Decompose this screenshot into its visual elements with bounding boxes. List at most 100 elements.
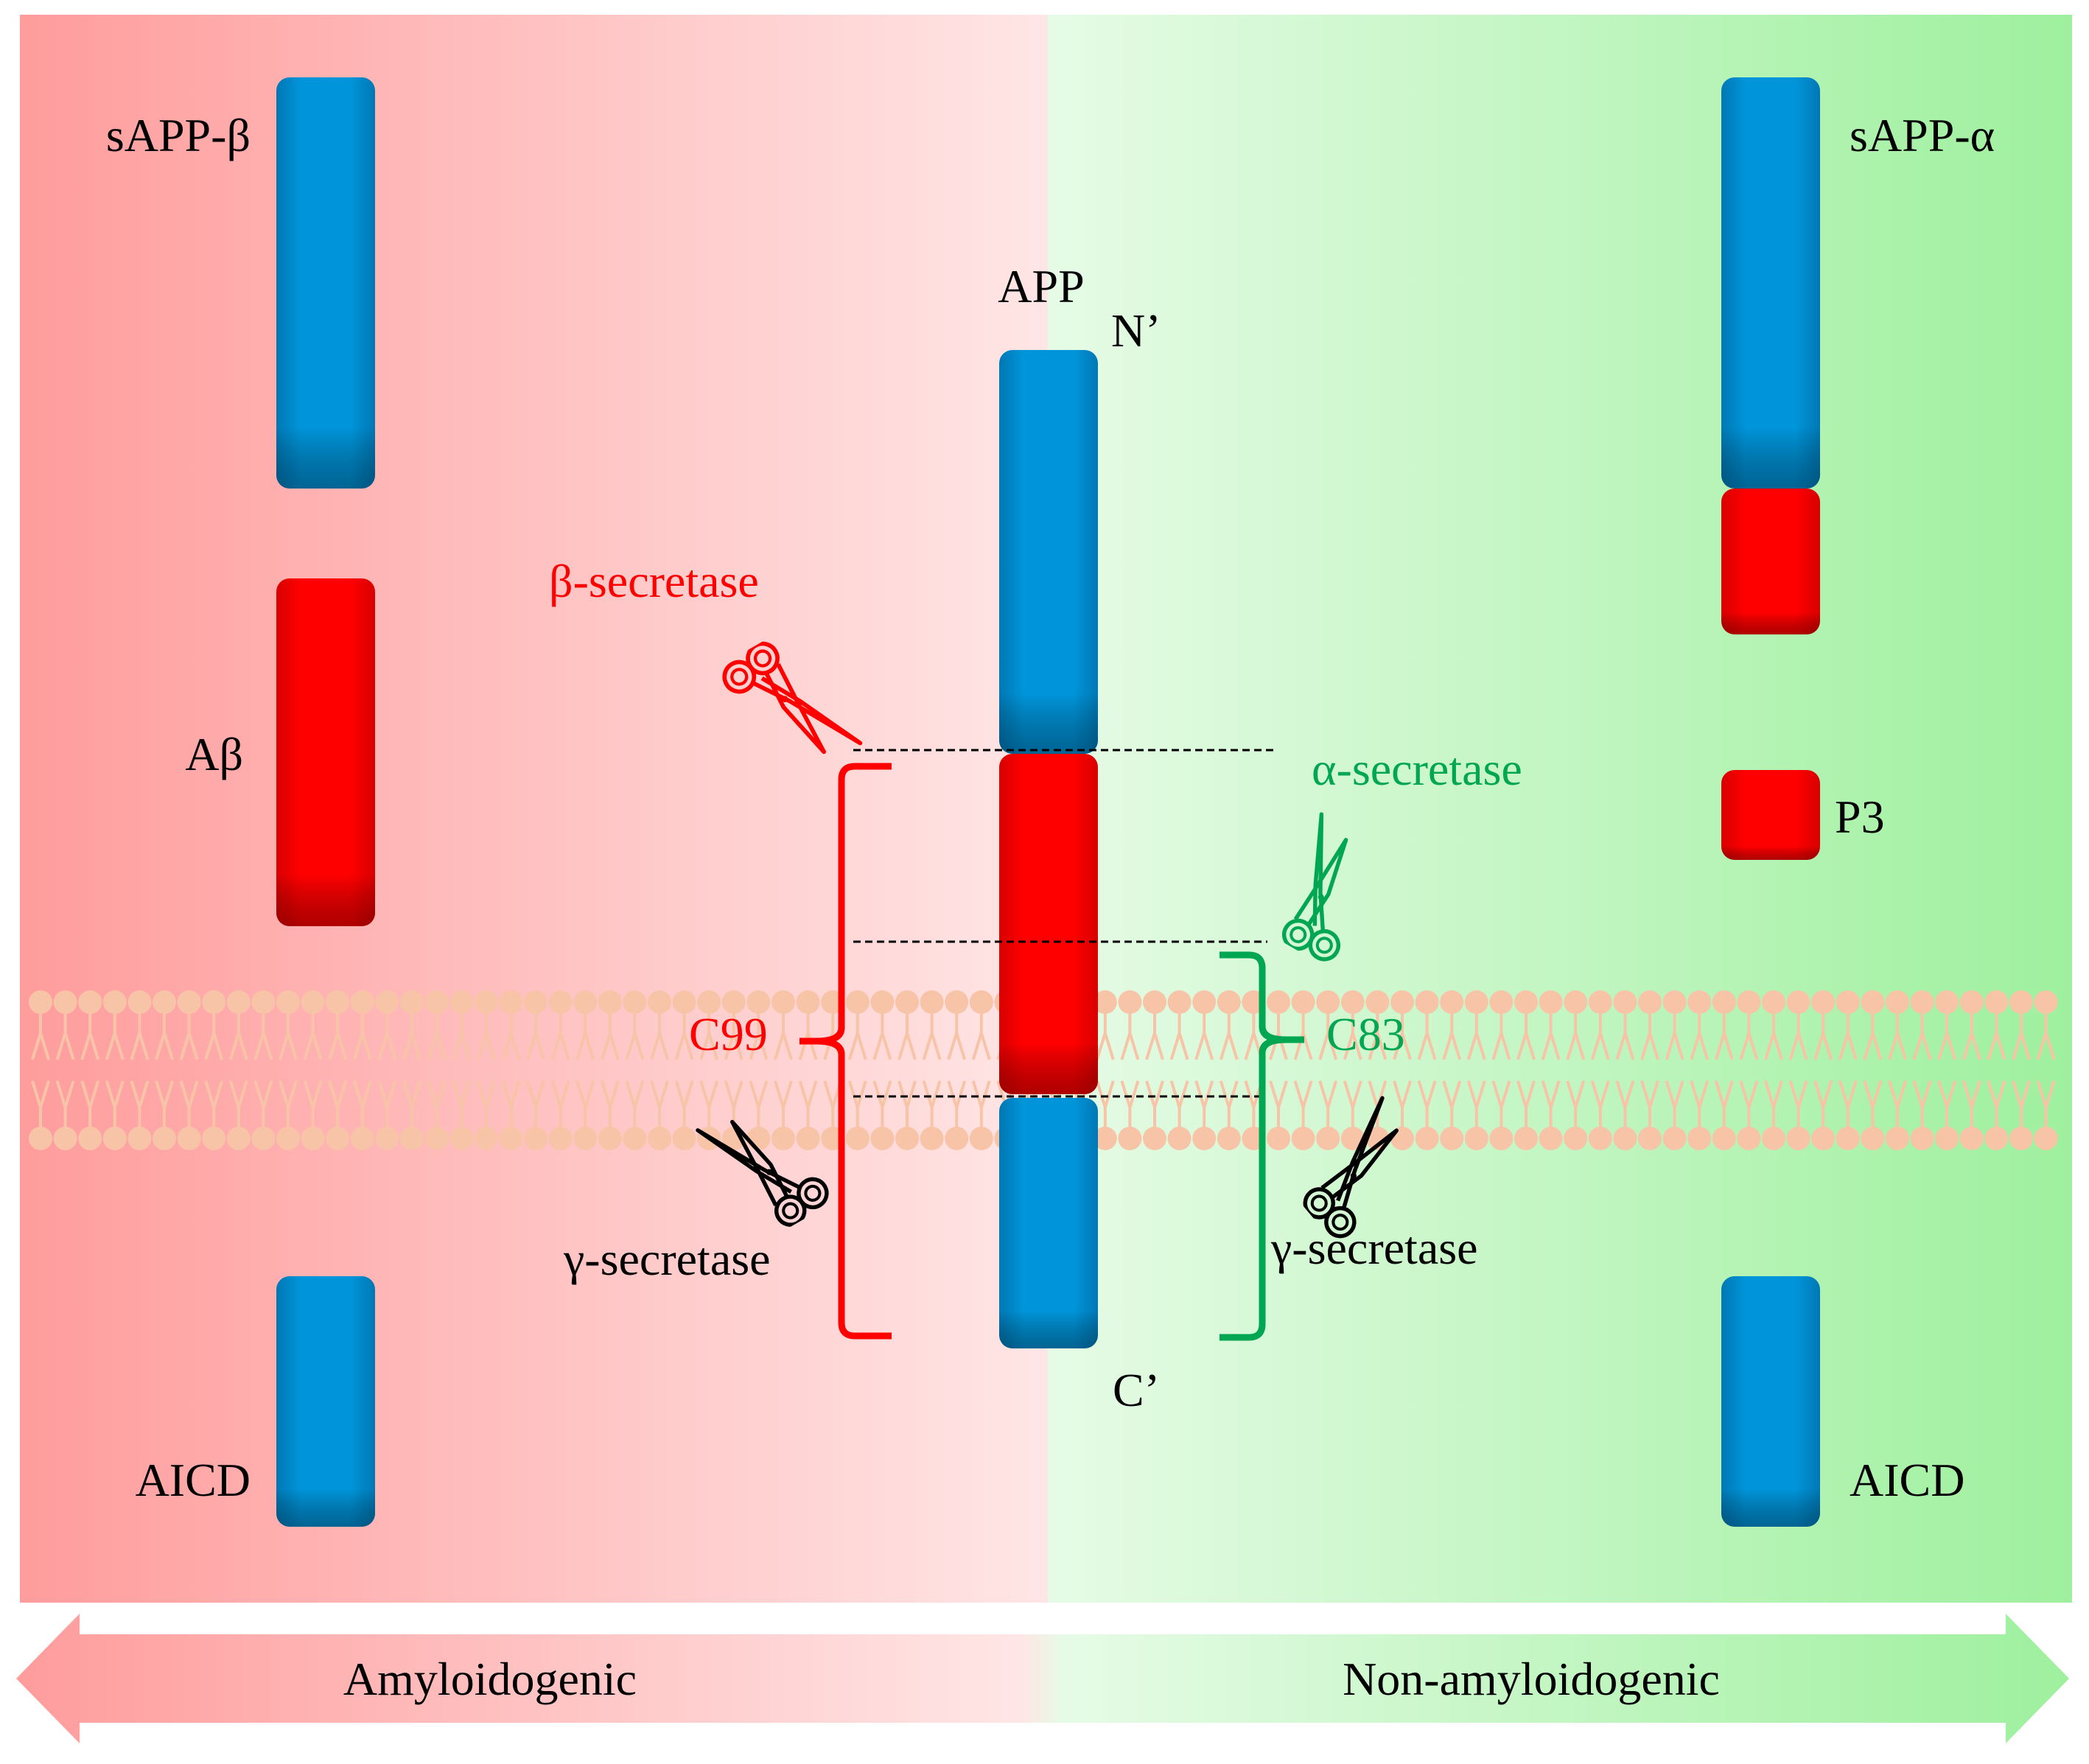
lipid-tail (279, 1012, 298, 1060)
lipid-tail (228, 1080, 248, 1128)
lipid-head (648, 990, 671, 1014)
lipid-tail (971, 1012, 991, 1060)
lipid-tail (1590, 1012, 1610, 1060)
lipid-tail (253, 1080, 273, 1128)
gamma-secretase-left-label: γ-secretase (563, 1233, 771, 1285)
lipid-tail (1764, 1012, 1783, 1060)
lipid-head (1143, 1127, 1166, 1150)
lipid-head (400, 990, 424, 1014)
lipid-head (524, 1127, 547, 1150)
lipid-head (1959, 1127, 1984, 1150)
lipid-head (226, 1127, 251, 1150)
lipid-tail (303, 1012, 323, 1060)
lipid-head (1662, 990, 1687, 1014)
lipid-head (1192, 1127, 1217, 1150)
aicd-right-label: AICD (1850, 1454, 1964, 1506)
lipid-head (1267, 1127, 1290, 1150)
lipid-tail (575, 1012, 595, 1060)
lipid-head (1886, 1127, 1909, 1150)
lipid-tail (1293, 1012, 1313, 1060)
gamma-secretase-right-label: γ-secretase (1270, 1222, 1478, 1274)
lipid-tail (1393, 1012, 1412, 1060)
app-label: APP (998, 260, 1084, 312)
lipid-head (1910, 1127, 1934, 1150)
lipid-tail (402, 1012, 421, 1060)
lipid-tail (80, 1012, 100, 1060)
lipid-tail (105, 1080, 125, 1128)
lipid-head (1143, 990, 1166, 1014)
lipid-head (1786, 990, 1810, 1014)
lipid-head (202, 1127, 226, 1150)
lipid-tail (228, 1012, 248, 1060)
lipid-tail (31, 1080, 50, 1128)
lipid-head (1588, 1127, 1612, 1150)
lipid-head (1811, 1127, 1836, 1150)
lipid-tail (1615, 1012, 1635, 1060)
lipid-head (895, 1127, 919, 1150)
lipid-head (1514, 1127, 1538, 1150)
amyloidogenic-label: Amyloidogenic (343, 1653, 637, 1705)
lipid-head (1762, 1127, 1785, 1150)
lipid-head (375, 1127, 399, 1150)
lipid-head (672, 1127, 696, 1150)
lipid-tail (105, 1012, 125, 1060)
lipid-head (153, 1127, 176, 1150)
lipid-head (945, 990, 969, 1014)
lipid-tail (774, 1012, 793, 1060)
alpha-secretase-label: α-secretase (1312, 743, 1522, 795)
lipid-tail (303, 1080, 323, 1128)
lipid-tail (550, 1012, 570, 1060)
lipid-tail (575, 1080, 595, 1128)
lipid-tail (1714, 1080, 1734, 1128)
lipid-head (350, 1127, 374, 1150)
lipid-head (1316, 990, 1340, 1014)
lipid-head (424, 990, 449, 1014)
lipid-tail (1962, 1012, 1981, 1060)
lipid-tail (402, 1080, 421, 1128)
lipid-head (746, 1127, 771, 1150)
lipid-tail (699, 1012, 719, 1060)
lipid-tail (1095, 1080, 1115, 1128)
lipid-head (400, 1127, 424, 1150)
lipid-head (1340, 1127, 1365, 1150)
lipid-tail (1912, 1012, 1932, 1060)
lipid-tail (1541, 1080, 1561, 1128)
lipid-tail (1640, 1080, 1659, 1128)
lipid-tail (1962, 1080, 1981, 1128)
lipid-tail (1788, 1080, 1808, 1128)
lipid-tail (1665, 1080, 1684, 1128)
lipid-tail (1665, 1012, 1684, 1060)
lipid-tail (55, 1012, 75, 1060)
lipid-tail (501, 1080, 521, 1128)
lipid-head (845, 990, 869, 1014)
lipid-tail (625, 1012, 645, 1060)
lipid-head (2009, 1127, 2033, 1150)
lipid-head (1440, 1127, 1464, 1150)
lipid-tail (2012, 1012, 2031, 1060)
lipid-tail (1219, 1080, 1239, 1128)
lipid-tail (55, 1080, 75, 1128)
lipid-head (29, 1127, 52, 1150)
lipid-tail (1714, 1012, 1734, 1060)
lipid-head (1440, 990, 1464, 1014)
lipid-head (350, 990, 374, 1014)
lipid-tail (699, 1080, 719, 1128)
lipid-tail (847, 1080, 867, 1128)
c99-label: C99 (689, 1008, 768, 1060)
lipid-tail (1690, 1012, 1710, 1060)
lipid-head (1910, 990, 1934, 1014)
lipid-bilayer-membrane (29, 990, 2058, 1150)
lipid-head (1291, 990, 1315, 1014)
lipid-tail (724, 1012, 743, 1060)
lipid-head (969, 1127, 993, 1150)
lipid-tail (179, 1012, 199, 1060)
lipid-tail (155, 1012, 174, 1060)
lipid-tail (1739, 1012, 1759, 1060)
lipid-tail (847, 1012, 867, 1060)
lipid-head (53, 1127, 77, 1150)
lipid-tail (1888, 1080, 1907, 1128)
lipid-tail (2036, 1012, 2056, 1060)
lipid-tail (1120, 1080, 1140, 1128)
lipid-head (895, 990, 919, 1014)
lipid-head (1539, 1127, 1563, 1150)
